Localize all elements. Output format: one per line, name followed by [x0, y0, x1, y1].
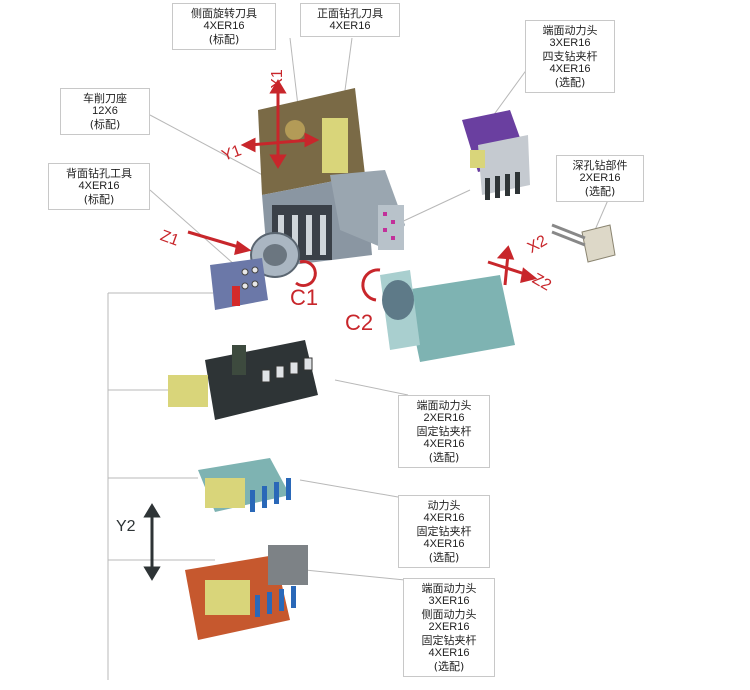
callout-line: (选配): [554, 76, 586, 89]
callout-line: 2XER16: [579, 172, 621, 184]
callout-line: 正面钻孔刀具: [317, 7, 383, 20]
axis-label-c1: C1: [290, 285, 319, 310]
axis-arrows: [187, 79, 538, 302]
axis-label-x1: X1: [268, 69, 286, 89]
callout-end-power-head-2: 端面动力头 2XER16 固定钻夹杆 4XER16 (选配): [398, 395, 490, 468]
callout-line: 深孔钻部件: [572, 159, 628, 172]
axis-label-y2: Y2: [116, 518, 136, 535]
callout-end-power-head-3: 端面动力头 3XER16 四支钻夹杆 4XER16 (选配): [525, 20, 615, 93]
callout-side-rotary-tool: 侧面旋转刀具 4XER16 (标配): [172, 3, 276, 50]
callout-line: 侧面旋转刀具: [191, 7, 257, 20]
callout-line: 3XER16: [549, 37, 591, 49]
callout-line: 4XER16: [423, 538, 465, 550]
callout-line: 固定钻夹杆: [416, 425, 472, 438]
callout-combined-power-head: 端面动力头 3XER16 侧面动力头 2XER16 固定钻夹杆 4XER16 (…: [403, 578, 495, 677]
callout-line: (选配): [428, 451, 460, 464]
callout-turning-tool-holder: 车削刀座 12X6 (标配): [60, 88, 150, 135]
callout-line: 4XER16: [549, 63, 591, 75]
callout-power-head: 动力头 4XER16 固定钻夹杆 4XER16 (选配): [398, 495, 490, 568]
slide-3: [185, 545, 308, 640]
callout-line: 固定钻夹杆: [421, 634, 477, 647]
callout-line: (选配): [584, 185, 616, 198]
callout-line: 四支钻夹杆: [542, 50, 598, 63]
callout-line: 固定钻夹杆: [416, 525, 472, 538]
callout-line: (标配): [83, 193, 115, 206]
callout-line: 端面动力头: [542, 24, 598, 37]
axis-label-c2: C2: [345, 310, 374, 335]
callout-line: (选配): [428, 551, 460, 564]
callout-line: 4XER16: [423, 512, 465, 524]
callout-line: 3XER16: [428, 595, 470, 607]
callout-line: 背面钻孔工具: [66, 167, 132, 180]
callout-line: 车削刀座: [83, 92, 127, 105]
callout-deep-hole-drill: 深孔钻部件 2XER16 (选配): [556, 155, 644, 202]
callout-line: (标配): [208, 33, 240, 46]
upper-turret: [210, 88, 405, 310]
deep-hole-drill: [551, 223, 616, 263]
callout-back-drill-tool: 背面钻孔工具 4XER16 (标配): [48, 163, 150, 210]
callout-line: (标配): [89, 118, 121, 131]
y2-arrow: [143, 503, 161, 581]
callout-line: 4XER16: [78, 180, 120, 192]
callout-line: 4XER16: [329, 20, 371, 32]
callout-line: 2XER16: [423, 412, 465, 424]
end-power-head-purple: [462, 110, 530, 200]
slide-1: [168, 340, 318, 420]
callout-line: 动力头: [427, 499, 461, 512]
callout-line: 端面动力头: [421, 582, 477, 595]
callout-line: (选配): [433, 660, 465, 673]
callout-line: 12X6: [92, 105, 118, 117]
callout-line: 4XER16: [428, 647, 470, 659]
callout-line: 2XER16: [428, 621, 470, 633]
callout-line: 4XER16: [203, 20, 245, 32]
callout-line: 4XER16: [423, 438, 465, 450]
slide-2: [198, 458, 291, 512]
callout-front-drill-tool: 正面钻孔刀具 4XER16: [300, 3, 400, 37]
spindle-c2: [380, 270, 515, 362]
callout-line: 侧面动力头: [421, 608, 477, 621]
callout-line: 端面动力头: [416, 399, 472, 412]
